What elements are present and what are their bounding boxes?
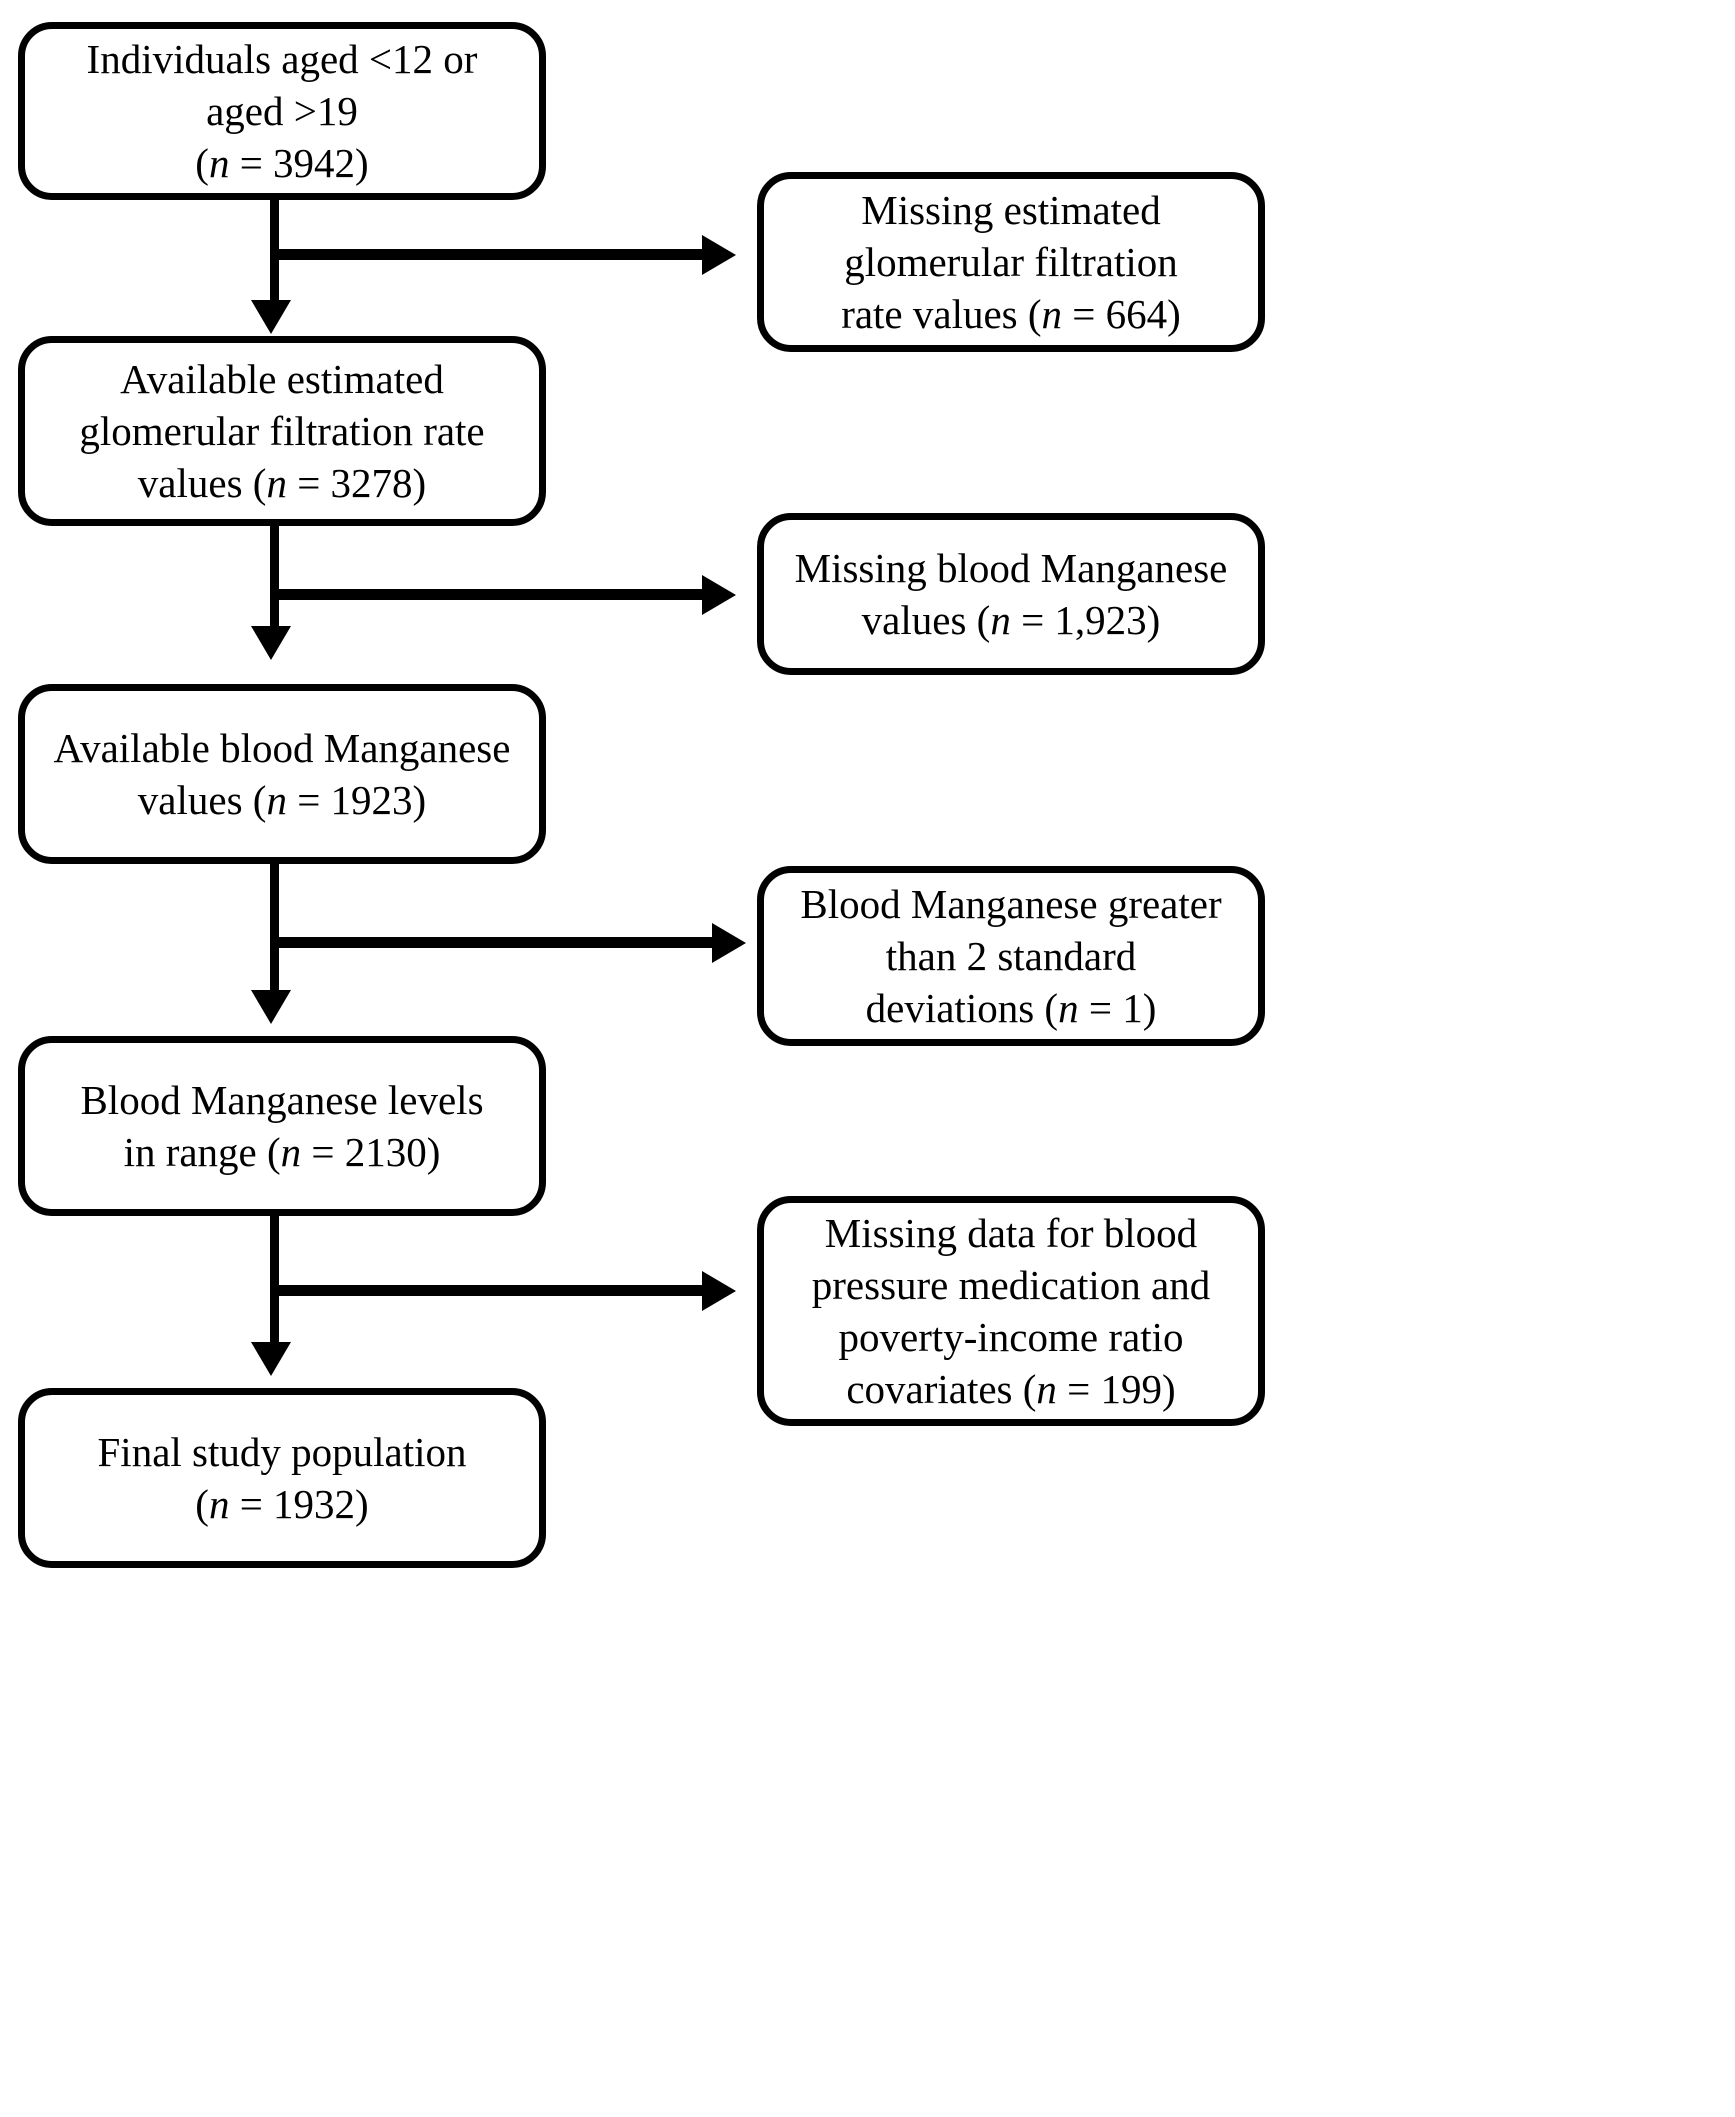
connector-arrowhead-down-3 <box>251 990 291 1024</box>
connector-arrowhead-right-4 <box>702 1271 736 1311</box>
node-final-population-label: Final study population(n = 1932) <box>97 1428 467 1527</box>
connector-vline-2 <box>270 526 279 631</box>
node-final-population: Final study population(n = 1932) <box>18 1388 546 1568</box>
connector-vline-4 <box>270 1216 279 1348</box>
connector-arrowhead-right-2 <box>702 575 736 615</box>
connector-hline-1 <box>274 249 706 260</box>
connector-hline-3 <box>274 937 716 948</box>
connector-vline-3 <box>270 864 279 996</box>
connector-arrowhead-right-3 <box>712 923 746 963</box>
connector-arrowhead-down-2 <box>251 626 291 660</box>
connector-hline-4 <box>274 1285 706 1296</box>
connector-arrowhead-down-4 <box>251 1342 291 1376</box>
connector-arrowhead-down-1 <box>251 300 291 334</box>
connector-arrowhead-right-1 <box>702 235 736 275</box>
connector-hline-2 <box>274 589 706 600</box>
